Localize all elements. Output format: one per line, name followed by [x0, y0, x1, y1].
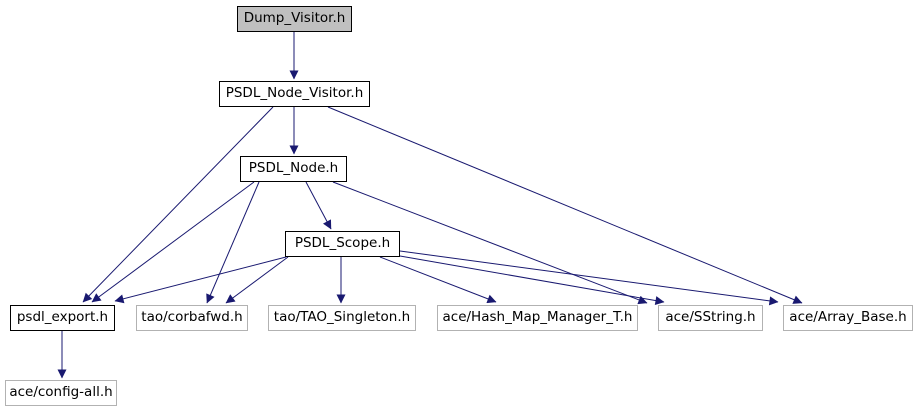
edge-psdl-node-visitor-to-ace-array-base	[327, 106, 803, 304]
node-ace-config-all: ace/config-all.h	[5, 380, 117, 406]
node-psdl-node[interactable]: PSDL_Node.h	[240, 156, 347, 182]
edge-psdl-node-to-tao-corbafwd	[206, 181, 260, 304]
edge-psdl-node-to-psdl-scope	[305, 181, 332, 230]
edge-psdl-scope-to-ace-array-base	[399, 250, 779, 306]
node-ace-hash-map-manager-t: ace/Hash_Map_Manager_T.h	[437, 305, 638, 331]
edge-psdl-node-to-ace-sstring	[332, 181, 648, 305]
node-ace-sstring: ace/SString.h	[658, 305, 763, 331]
edge-psdl-scope-to-tao-corbafwd	[225, 256, 289, 304]
node-tao-singleton: tao/TAO_Singleton.h	[268, 305, 416, 331]
node-ace-array-base: ace/Array_Base.h	[783, 305, 913, 331]
node-psdl-scope[interactable]: PSDL_Scope.h	[285, 231, 400, 257]
edge-psdl-scope-to-psdl-export	[114, 256, 287, 304]
edge-psdl-scope-to-ace-sstring	[399, 255, 665, 305]
node-psdl-export[interactable]: psdl_export.h	[10, 305, 115, 331]
edge-psdl-node-to-psdl-export	[91, 181, 255, 303]
edge-psdl-scope-to-ace-hash-map	[379, 256, 497, 304]
node-dump-visitor: Dump_Visitor.h	[237, 6, 352, 32]
node-psdl-node-visitor[interactable]: PSDL_Node_Visitor.h	[219, 81, 370, 107]
edge-psdl-node-visitor-to-psdl-export	[82, 106, 274, 303]
node-tao-corbafwd: tao/corbafwd.h	[136, 305, 248, 331]
